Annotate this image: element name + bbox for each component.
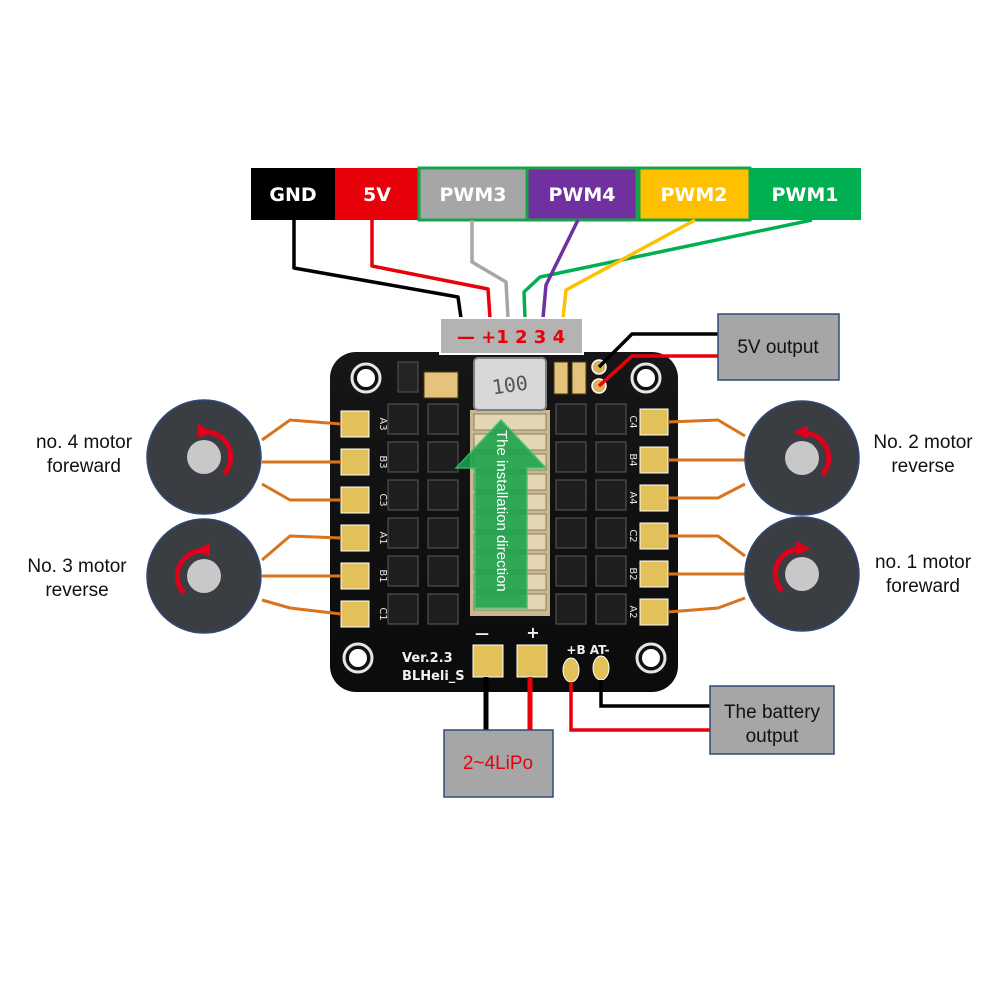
signal-connector: — +1 2 3 4 (439, 317, 584, 355)
rotation-arrow-icon (801, 430, 832, 477)
pin-pwm2-text: PWM2 (660, 184, 727, 206)
pin-gnd-text: GND (269, 184, 316, 206)
pad-b3: B3 (377, 455, 388, 468)
bat-out-minus (592, 655, 610, 681)
motor-1 (744, 516, 860, 632)
cap-2 (571, 361, 587, 395)
motor-1-label-line1: no. 1 motor (875, 552, 972, 573)
pin-pwm1-text: PWM1 (771, 184, 838, 206)
wire-bat-out-black (599, 680, 710, 708)
header-pin-strip: GND 5V PWM3 PWM4 PWM2 PWM1 (251, 166, 861, 222)
silk-minus: — (475, 626, 489, 642)
battery-output: The battery output (569, 680, 835, 755)
pin-label-gnd: GND (251, 168, 335, 220)
connector-pin-labels: — +1 2 3 4 (457, 327, 565, 348)
motor-wires (261, 418, 746, 616)
five-v-output: 5V output (597, 313, 840, 388)
wire-bat-out-red (569, 682, 710, 732)
pin-pwm3-text: PWM3 (439, 184, 506, 206)
bat-out-plus (562, 657, 580, 683)
pad-c3: C3 (377, 493, 388, 506)
wire-5v (370, 220, 492, 319)
board-version: Ver.2.3 (402, 651, 453, 666)
motor-3 (146, 518, 262, 634)
left-mosfets (387, 403, 459, 625)
installation-direction-arrow: The installation direction (454, 418, 548, 609)
wire-pwm4 (541, 219, 580, 319)
motor-2-label-line1: No. 2 motor (873, 432, 973, 453)
motor-2-label-line2: reverse (891, 456, 954, 477)
pin-label-pwm2: PWM2 (637, 166, 752, 222)
motor-1-label-line2: foreward (886, 576, 960, 597)
pad-b1: B1 (377, 569, 388, 582)
lipo-input: 2~4LiPo (443, 677, 554, 798)
tantalum-cap (423, 371, 459, 399)
battery-output-label-line2: output (746, 726, 800, 747)
five-v-output-label: 5V output (737, 337, 819, 358)
signal-wires (292, 218, 813, 319)
pin-pwm4-text: PWM4 (548, 184, 615, 206)
regulator-code: 100 (490, 371, 529, 400)
motor-3-label-line1: No. 3 motor (27, 556, 127, 577)
pad-a2: A2 (627, 605, 638, 618)
pad-c1: C1 (377, 607, 388, 620)
rotation-arrow-icon (772, 546, 803, 593)
battery-output-label-line1: The battery (724, 702, 821, 723)
pin-label-pwm4: PWM4 (525, 166, 639, 222)
right-mosfets (555, 403, 627, 625)
motor-3-label-line2: reverse (45, 580, 108, 601)
wire-pwm2 (561, 218, 696, 319)
wire-gnd (292, 220, 463, 319)
lipo-label: 2~4LiPo (463, 753, 533, 774)
pad-a1: A1 (377, 531, 388, 544)
wire-pwm3 (470, 220, 510, 319)
pad-a3: A3 (377, 417, 388, 430)
cap-1 (553, 361, 569, 395)
left-motor-pads: A3 B3 C3 A1 B1 C1 (340, 410, 388, 628)
pin-label-5v: 5V (335, 168, 419, 220)
wire-5v-out-black (597, 332, 718, 369)
silk-plus: + (526, 623, 539, 642)
pin-label-pwm1: PWM1 (750, 168, 861, 220)
pad-b2: B2 (627, 567, 638, 580)
installation-direction-text: The installation direction (493, 430, 510, 592)
pad-c4: C4 (627, 415, 638, 428)
pin-5v-text: 5V (363, 184, 391, 206)
silk-bat: +B AT- (566, 643, 609, 657)
power-pad-minus (472, 644, 504, 678)
regulator-inductor: 100 (473, 357, 547, 411)
motor-2 (744, 400, 860, 516)
pad-a4: A4 (627, 491, 638, 504)
wire-pwm1 (522, 218, 813, 319)
small-ic (397, 361, 419, 393)
right-motor-pads: C4 B4 A4 C2 B2 A2 (627, 408, 669, 626)
pad-b4: B4 (627, 453, 638, 466)
motor-4 (146, 399, 262, 515)
board-firmware: BLHeli_S (402, 669, 465, 684)
pin-label-pwm3: PWM3 (417, 166, 529, 222)
wire-5v-out-red (597, 354, 718, 388)
pad-c2: C2 (627, 529, 638, 542)
rotation-arrow-icon (174, 548, 205, 595)
motor-4-label-line2: foreward (47, 456, 121, 477)
power-pad-plus (516, 644, 548, 678)
motor-4-label-line1: no. 4 motor (36, 432, 133, 453)
